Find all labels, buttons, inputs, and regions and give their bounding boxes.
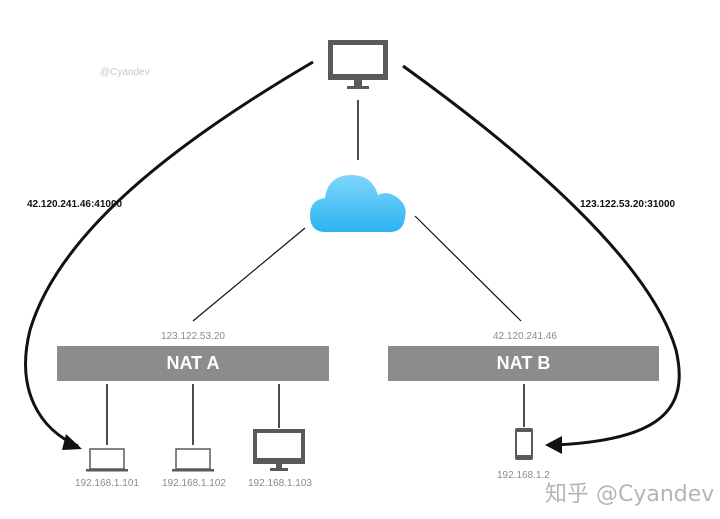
nat-a-public-ip: 123.122.53.20 (161, 331, 225, 342)
device-a3-ip: 192.168.1.103 (248, 478, 312, 489)
arrow-server-to-device-b (402, 64, 681, 447)
cloud-nat-a-link (192, 227, 306, 322)
right-arrow-label: 123.122.53.20:31000 (580, 199, 676, 210)
cloud-icon (310, 175, 406, 232)
nat-b-label: NAT B (496, 353, 551, 373)
desktop-monitor-icon (253, 429, 305, 471)
nat-b-box: NAT B (388, 346, 659, 381)
left-arrow-label: 42.120.241.46:41000 (27, 199, 123, 210)
server-monitor-icon (328, 40, 388, 89)
arrowhead-left (62, 434, 82, 450)
nat-a-box: NAT A (57, 346, 329, 381)
device-a2-ip: 192.168.1.102 (162, 478, 226, 489)
watermark-bottom: 知乎 @Cyandev (545, 482, 715, 507)
watermark-top: @Cyandev (100, 67, 150, 78)
nat-b-public-ip: 42.120.241.46 (493, 331, 557, 342)
laptop-icon (172, 448, 214, 472)
nat-a-label: NAT A (166, 353, 220, 373)
device-a1-ip: 192.168.1.101 (75, 478, 139, 489)
arrowhead-right (545, 436, 562, 454)
arrow-server-to-device-a (24, 60, 314, 448)
smartphone-icon (515, 428, 533, 460)
device-b1-ip: 192.168.1.2 (497, 470, 550, 481)
laptop-icon (86, 448, 128, 472)
cloud-nat-b-link (414, 215, 522, 322)
